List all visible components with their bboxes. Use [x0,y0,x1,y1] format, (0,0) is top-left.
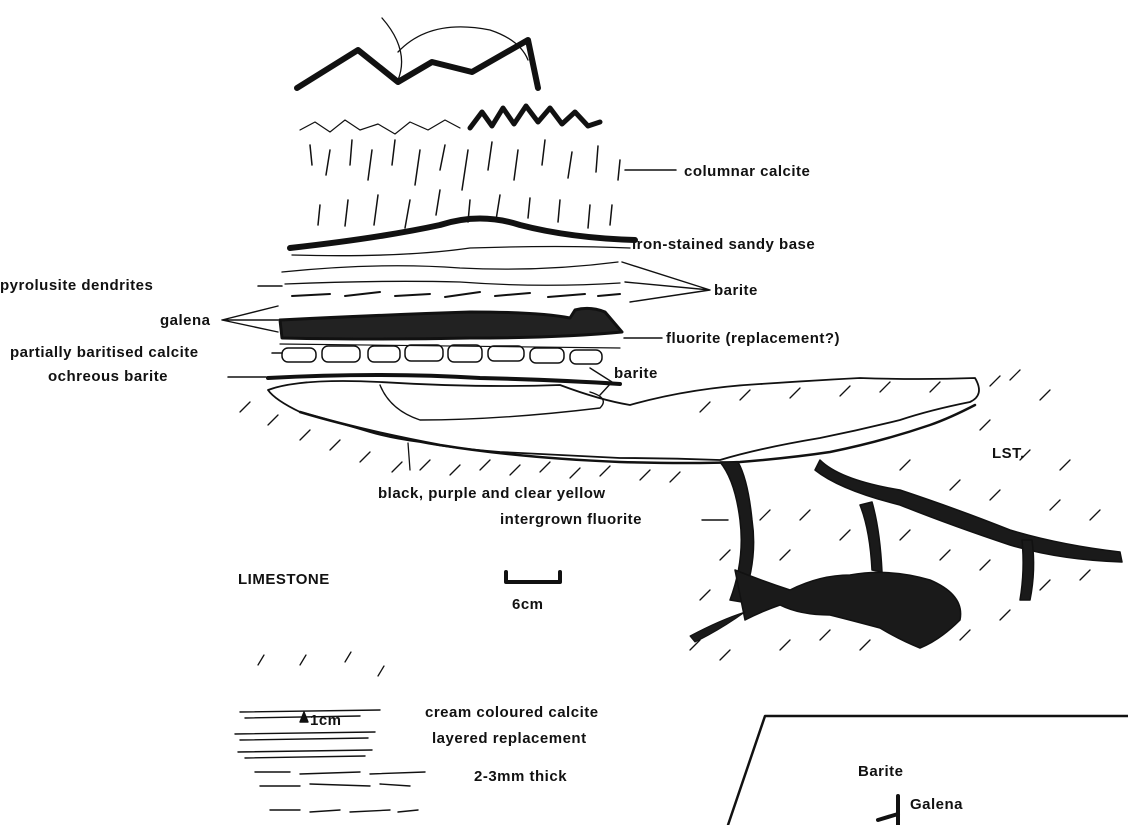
label-scale-small: 1cm [310,713,342,728]
leader-barite [622,262,710,302]
label-inset-galena: Galena [910,797,963,812]
baritised-calcite-blobs [282,345,602,364]
label-scale-bar: 6cm [512,597,544,612]
leader-fluorite-black [408,443,410,470]
crust-thin [300,120,460,134]
label-fluorite-line2: intergrown fluorite [500,512,642,527]
label-cream-line2: layered replacement [432,731,587,746]
inset-marker [878,796,898,825]
label-partially-baritised-calcite: partially baritised calcite [10,345,199,360]
label-barite-lower: barite [614,366,658,381]
label-inset-barite: Barite [858,764,904,779]
label-iron-stained-sandy-base: iron-stained sandy base [632,237,815,252]
ochreous-band [268,375,620,384]
leader-galena [222,306,278,332]
label-fluorite-replacement: fluorite (replacement?) [666,331,840,346]
label-fluorite-line1: black, purple and clear yellow [378,486,606,501]
columnar-calcite-strokes [310,140,620,228]
top-outline [297,40,538,88]
iron-stained-base [290,219,635,249]
crust-zigzag [470,106,600,128]
label-barite-upper: barite [714,283,758,298]
cave-lower-rim [300,405,975,463]
label-pyrolusite-dendrites: pyrolusite dendrites [0,278,153,293]
label-ochreous-barite: ochreous barite [48,369,168,384]
label-galena: galena [160,313,211,328]
cave-upper [268,378,979,460]
fluorite-veins [720,460,1122,648]
label-lst: LST. [992,446,1025,461]
label-columnar-calcite: columnar calcite [684,164,810,179]
label-cream-line1: cream coloured calcite [425,705,599,720]
label-thickness: 2-3mm thick [474,769,567,784]
scale-bar [506,572,560,582]
label-limestone: LIMESTONE [238,572,330,587]
galena-band [280,308,622,339]
